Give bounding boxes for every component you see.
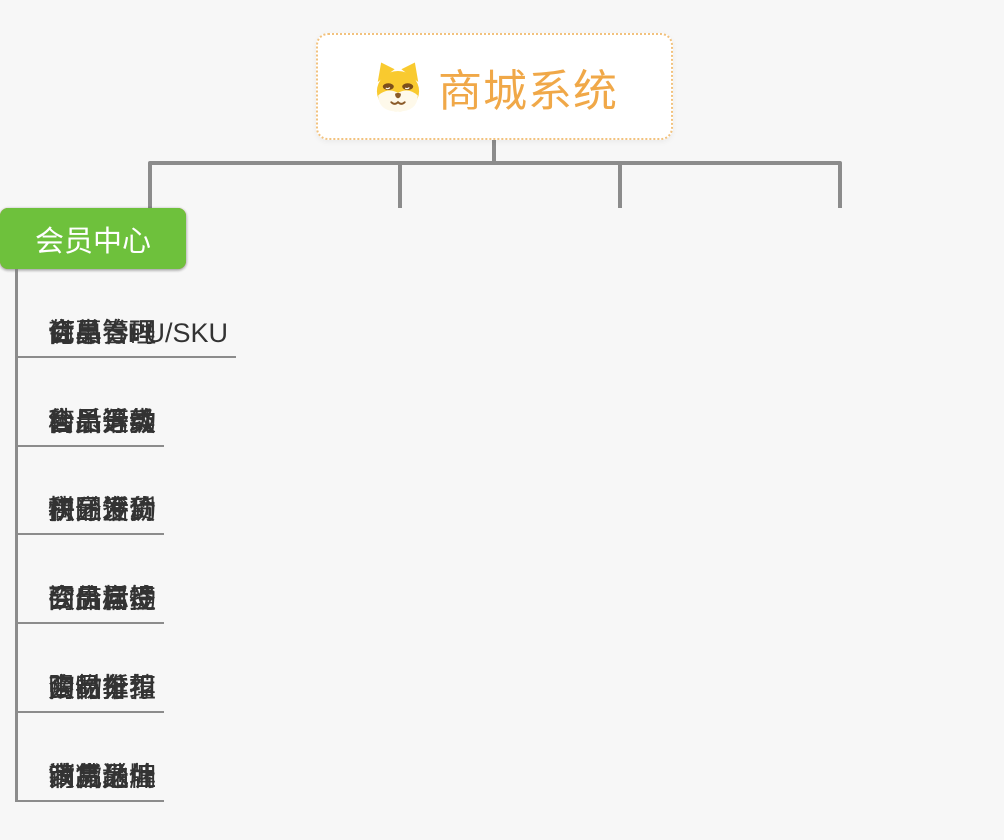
- leaf-node[interactable]: 会员分组: [16, 624, 164, 713]
- leaf-node[interactable]: 会员等级: [16, 358, 164, 447]
- root-title: 商城系统: [438, 66, 618, 116]
- connector-drop-member: [838, 163, 842, 208]
- connector-drop-marketing: [618, 163, 622, 208]
- leaf-node[interactable]: 秒杀活动: [16, 358, 164, 447]
- leaf-node[interactable]: 积分签到: [16, 447, 164, 536]
- branch-connector-line: [15, 269, 18, 802]
- connector-drop-product: [148, 163, 152, 208]
- branch-item-list: 会员管理会员等级积分签到会员标签会员分组收货地址: [16, 269, 164, 802]
- leaf-node[interactable]: 收货地址: [16, 713, 164, 802]
- root-node[interactable]: 商城系统: [316, 33, 673, 140]
- leaf-node[interactable]: 会员标签: [16, 535, 164, 625]
- branch-label: 会员中心: [34, 225, 151, 258]
- connector-drop-trade: [398, 163, 402, 208]
- leaf-node[interactable]: 会员管理: [16, 269, 164, 358]
- leaf-node[interactable]: 限时折扣: [16, 624, 164, 713]
- leaf-node[interactable]: 砍价活动: [16, 535, 164, 625]
- connector-root-stub: [492, 140, 496, 163]
- dog-face-icon: [376, 62, 420, 111]
- branch-column: 会员中心 会员管理会员等级积分签到会员标签会员分组收货地址: [0, 208, 186, 802]
- branch-node-member-center[interactable]: 会员中心: [0, 208, 186, 269]
- connector-horizontal-bar: [148, 161, 842, 165]
